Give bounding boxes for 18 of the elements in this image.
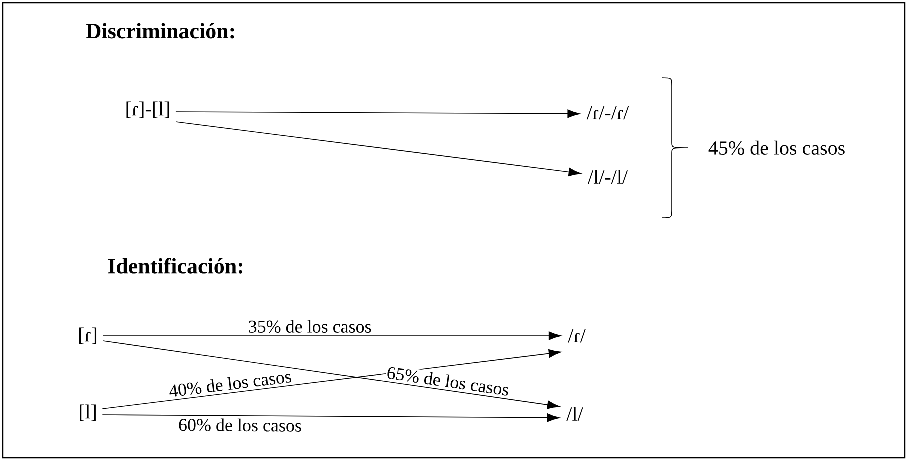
- edge-label: 35% de los casos: [249, 320, 372, 333]
- arrow: [176, 110, 580, 118]
- phoneme-label: [ɾ]: [80, 328, 96, 344]
- arrow: [102, 332, 562, 340]
- phoneme-label: /l/-/l/: [588, 170, 628, 184]
- phoneme-label: [l]: [80, 404, 96, 422]
- arrow: [102, 414, 560, 422]
- phoneme-label: /l/: [566, 406, 584, 422]
- arrow: [176, 122, 582, 176]
- note-label: 45% de los casos: [708, 140, 845, 156]
- section-heading: Discriminación:: [86, 23, 234, 39]
- edge-label: 65% de los casos: [388, 367, 508, 396]
- phoneme-label: [ɾ]-[l]: [126, 102, 170, 118]
- phoneme-label: /ɾ/: [568, 329, 586, 343]
- edge-label: 60% de los casos: [179, 418, 302, 432]
- section-heading: Identificación:: [108, 258, 242, 274]
- phoneme-label: /ɾ/-/ɾ/: [586, 106, 630, 120]
- edge-label: 40% de los casos: [170, 374, 292, 397]
